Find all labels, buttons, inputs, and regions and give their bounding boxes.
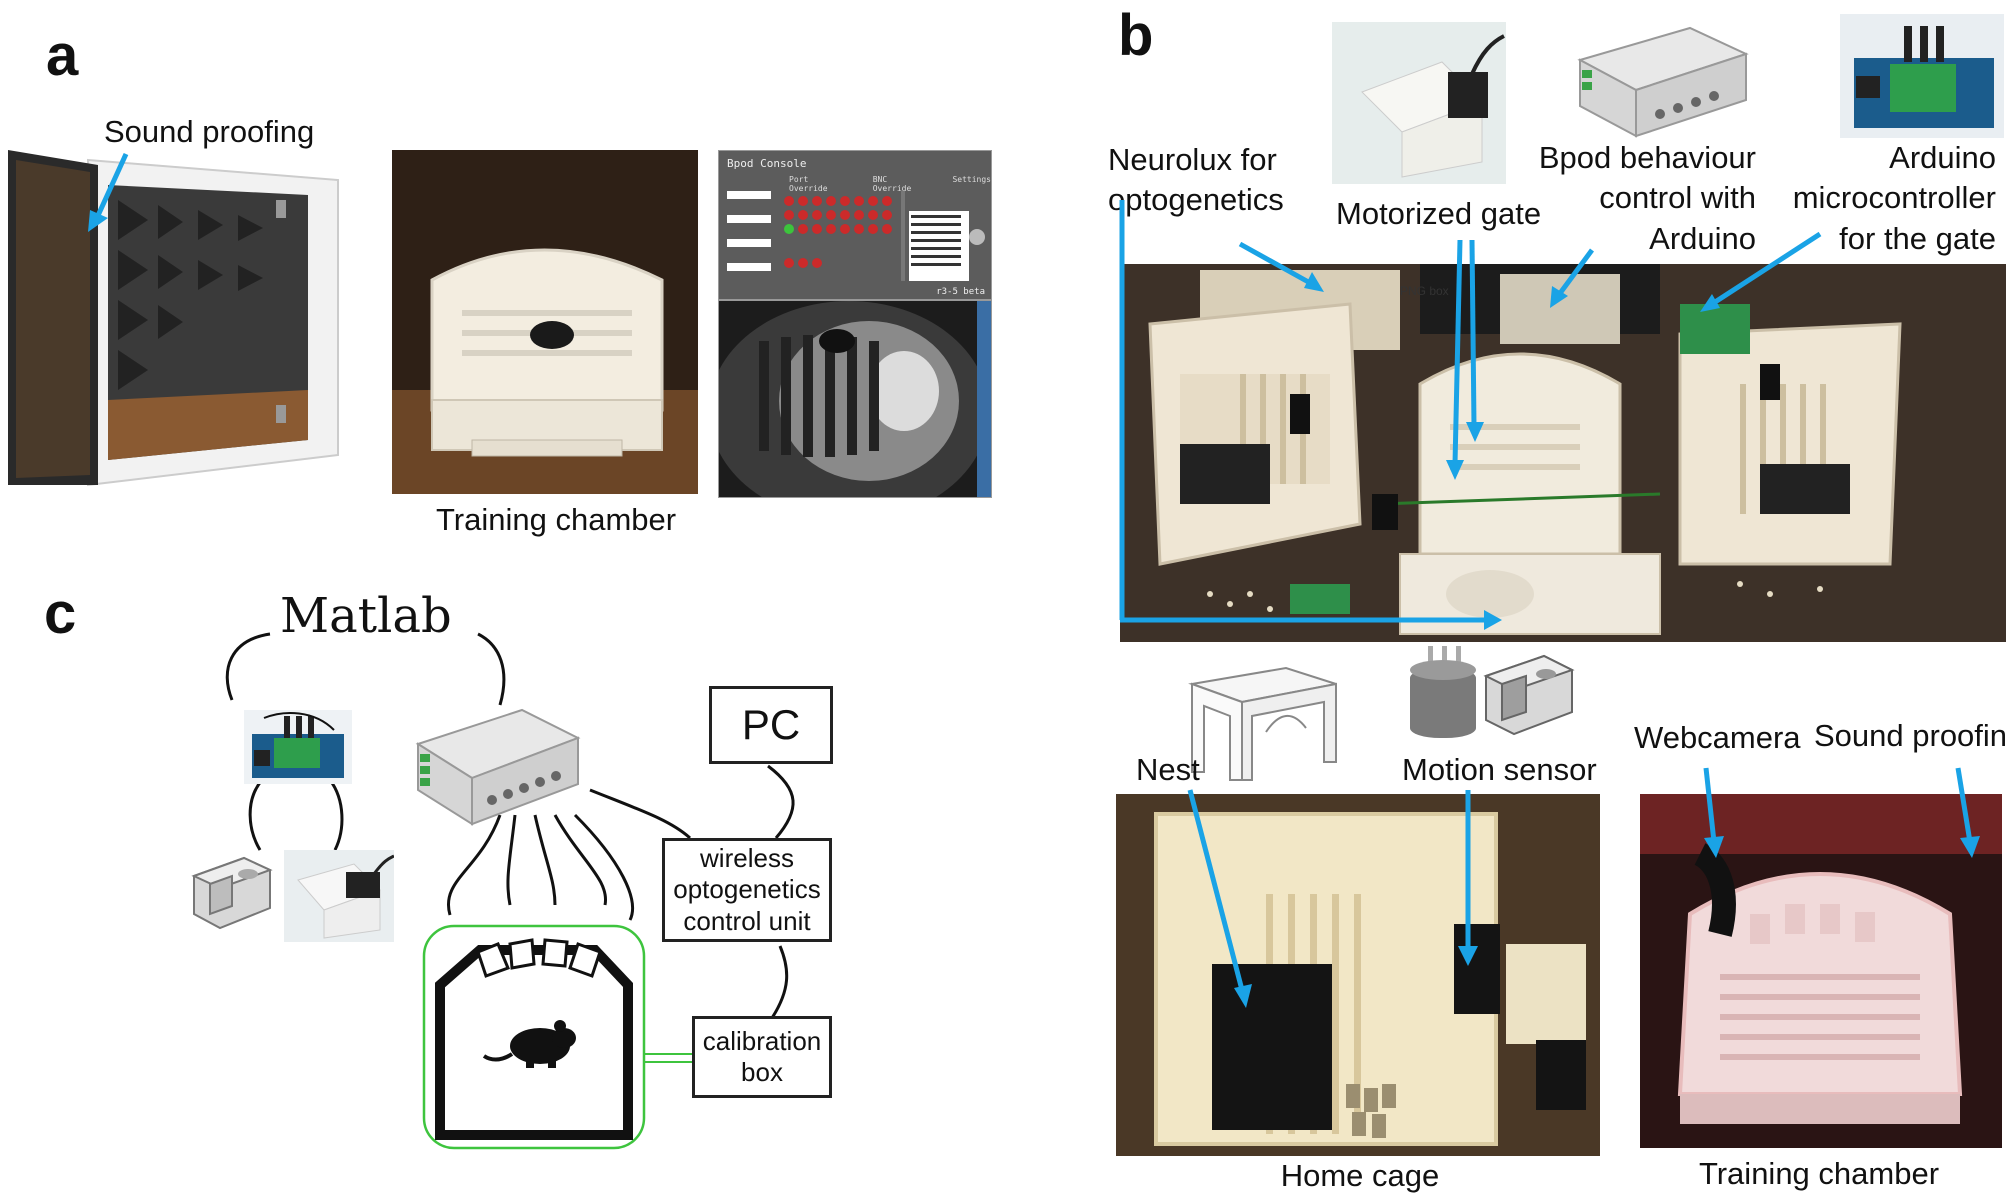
motorized-gate-photo-c <box>284 850 394 942</box>
motorized-gate-photo <box>1332 22 1506 184</box>
label-bpod: Bpod behaviour control with Arduino <box>1538 140 1756 256</box>
motion-sensor-icon <box>1410 646 1476 738</box>
calibration-label: calibration box <box>702 1025 822 1087</box>
arduino-board-icon <box>244 710 352 784</box>
bpod-console-title: Bpod Console <box>727 157 807 170</box>
panel-letter-a: a <box>46 23 79 88</box>
bpod-console-screenshot: Bpod Console Port Override BNC Override … <box>718 150 992 300</box>
pc-box: PC <box>709 686 833 764</box>
home-cage-photo <box>1116 794 1600 1156</box>
device-box-label: PNG box <box>1400 284 1449 298</box>
label-home-cage: Home cage <box>1280 1158 1440 1193</box>
arrow-sound-proofing-a <box>88 152 129 232</box>
nest-icon <box>1188 666 1337 781</box>
wireless-optogenetics-box: wireless optogenetics control unit <box>662 838 832 942</box>
label-neurolux: Neurolux for optogenetics <box>1108 142 1284 218</box>
overview-arrows <box>1119 200 1822 630</box>
label-sound-proofing-b: Sound proofing <box>1814 718 2006 753</box>
label-arduino: Arduino microcontroller for the gate <box>1792 140 1996 256</box>
gate-icon-b <box>1483 654 1575 736</box>
calibration-box: calibration box <box>692 1016 832 1098</box>
label-sound-proofing-a: Sound proofing <box>104 114 315 149</box>
training-chamber-photo-b <box>1640 794 2002 1148</box>
bpod-section-settings: Settings <box>952 175 991 184</box>
soundproof-cabinet-photo <box>8 140 346 492</box>
panel-letter-b: b <box>1118 3 1154 68</box>
label-training-chamber-a: Training chamber <box>436 502 677 537</box>
setup-overview-photo <box>1120 264 2006 642</box>
schematic-connections <box>225 632 795 1150</box>
label-motion-sensor: Motion sensor <box>1402 752 1597 787</box>
label-matlab: Matlab <box>280 588 452 644</box>
home-cage-arrows <box>1187 789 1478 1008</box>
wireless-label: wireless optogenetics control unit <box>673 843 821 936</box>
label-motorized-gate: Motorized gate <box>1336 196 1542 231</box>
bpod-console-footer: r3-5 beta <box>936 287 985 297</box>
training-chamber-photo <box>392 150 698 494</box>
label-training-chamber-b: Training chamber <box>1698 1156 1940 1191</box>
bpod-section-port: Port Override <box>789 175 828 193</box>
label-nest: Nest <box>1136 752 1200 787</box>
webcam-view-screenshot <box>718 300 992 498</box>
training-chamber-arrows <box>1703 767 1980 858</box>
label-webcamera: Webcamera <box>1634 720 1801 755</box>
gate-icon <box>191 856 273 930</box>
bpod-box-icon <box>415 708 581 826</box>
bpod-photo <box>1570 20 1750 140</box>
arduino-photo <box>1840 14 2004 138</box>
mouse-icon <box>482 1020 576 1068</box>
pc-label: PC <box>741 701 801 748</box>
panel-letter-c: c <box>44 581 77 646</box>
bpod-section-bnc: BNC Override <box>872 175 912 193</box>
